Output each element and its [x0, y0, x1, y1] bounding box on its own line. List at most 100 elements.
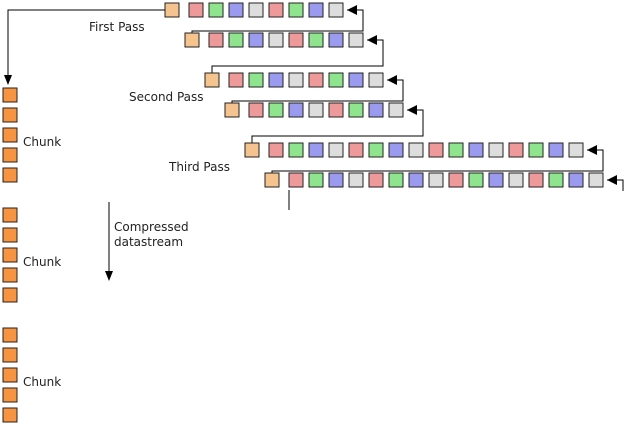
chunk-2-block [2, 207, 18, 223]
pixel-g [328, 72, 344, 88]
pixel-r [268, 2, 284, 18]
pixel-g [368, 142, 384, 158]
row-connector-2 [211, 51, 384, 73]
compressed-label-line1: Compressed [114, 220, 189, 234]
pixel-r [288, 172, 304, 188]
chunk-3-block [2, 407, 18, 423]
chunk-1-block [2, 127, 18, 143]
pixel-b [468, 142, 484, 158]
pixel-r [348, 142, 364, 158]
pixel-w [248, 2, 264, 18]
pixel-w [428, 172, 444, 188]
pixel-b [568, 172, 584, 188]
pixel-b [288, 102, 304, 118]
row-arrow-3 [387, 75, 397, 85]
pixel-w [348, 32, 364, 48]
pixel-r [528, 172, 544, 188]
row-connector-3 [231, 91, 404, 103]
pixel-b [488, 172, 504, 188]
pixel-g [308, 172, 324, 188]
row-arrow-4 [407, 105, 417, 115]
row-arrow-2 [367, 35, 377, 45]
pixel-r [228, 72, 244, 88]
pixel-r [428, 142, 444, 158]
pixel-g [528, 142, 544, 158]
pixel-g [268, 102, 284, 118]
pixel-r [368, 172, 384, 188]
first-pass-label: First Pass [89, 20, 145, 34]
chunk-3-block [2, 387, 18, 403]
pixel-r [268, 142, 284, 158]
pixel-g [288, 2, 304, 18]
compressed-label-line2: datastream [114, 235, 183, 249]
row-arrow-5 [587, 145, 597, 155]
chunk-1-block [2, 107, 18, 123]
pixel-g [348, 102, 364, 118]
pixel-r [208, 32, 224, 48]
chunk-3-block [2, 327, 18, 343]
pixel-g [448, 142, 464, 158]
pixel-b [228, 2, 244, 18]
pixel-w [348, 172, 364, 188]
pixel-b [248, 32, 264, 48]
filter-byte-6 [264, 172, 280, 188]
pixel-w [368, 72, 384, 88]
pixel-g [288, 142, 304, 158]
pixel-r [248, 102, 264, 118]
filter-byte-2 [184, 32, 200, 48]
pixel-b [368, 102, 384, 118]
connector-lines [4, 5, 624, 210]
pixel-b [308, 2, 324, 18]
pixel-b [328, 172, 344, 188]
pixel-w [568, 142, 584, 158]
pixel-b [268, 72, 284, 88]
row-arrow-1 [347, 5, 357, 15]
row-connector-1 [191, 21, 364, 33]
pixel-g [468, 172, 484, 188]
pixel-w [288, 72, 304, 88]
pixel-w [328, 2, 344, 18]
pixel-b [408, 172, 424, 188]
pixel-w [588, 172, 604, 188]
chunk-1-block [2, 167, 18, 183]
pixel-g [388, 172, 404, 188]
pixel-r [328, 102, 344, 118]
pixel-b [548, 142, 564, 158]
chunk-2-block [2, 287, 18, 303]
pixel-g [248, 72, 264, 88]
pixel-w [268, 32, 284, 48]
pixel-r [448, 172, 464, 188]
chunk-3-block [2, 347, 18, 363]
chunk-label-2: Chunk [23, 255, 61, 269]
pixel-r [188, 2, 204, 18]
pixel-g [308, 32, 324, 48]
filter-byte-1 [164, 2, 180, 18]
pixel-b [328, 32, 344, 48]
pixel-b [388, 142, 404, 158]
pixel-r [508, 142, 524, 158]
pixel-w [408, 142, 424, 158]
to-chunks-line [4, 9, 165, 85]
second-pass-label: Second Pass [129, 90, 204, 104]
filter-byte-3 [204, 72, 220, 88]
pixel-g [228, 32, 244, 48]
filter-byte-5 [244, 142, 260, 158]
pixel-g [548, 172, 564, 188]
pixel-g [208, 2, 224, 18]
row-connector-5 [271, 161, 604, 173]
chunk-label-3: Chunk [23, 375, 61, 389]
row-arrow-6 [607, 175, 617, 185]
chunk-label-1: Chunk [23, 135, 61, 149]
chunk-1-block [2, 87, 18, 103]
chunk-3-block [2, 367, 18, 383]
filter-byte-4 [224, 102, 240, 118]
chunk-1-block [2, 147, 18, 163]
pixel-w [308, 102, 324, 118]
pixel-r [308, 72, 324, 88]
pixel-w [388, 102, 404, 118]
chunk-2-block [2, 227, 18, 243]
pixel-w [508, 172, 524, 188]
pixel-b [308, 142, 324, 158]
scanline-rows [164, 2, 604, 188]
